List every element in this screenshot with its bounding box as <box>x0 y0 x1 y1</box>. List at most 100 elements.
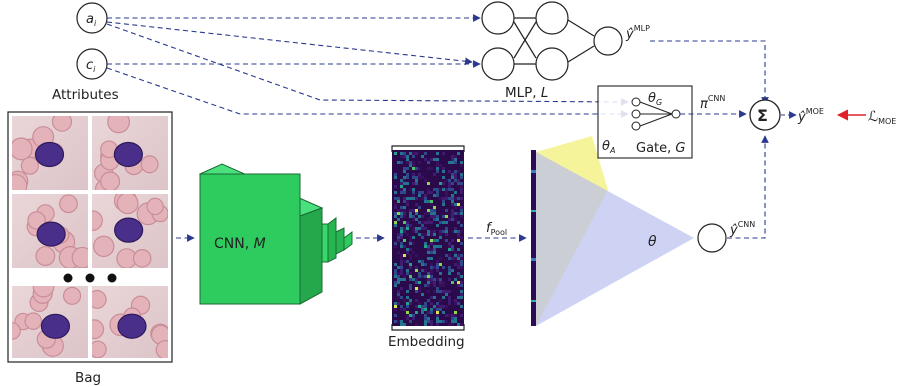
embedding-cell <box>400 212 403 215</box>
embedding-cell <box>424 263 427 266</box>
embedding-cell <box>448 290 451 293</box>
red-blood-cell <box>146 197 164 216</box>
embedding-cell <box>457 323 460 326</box>
embedding-cell <box>451 194 454 197</box>
embedding-cell <box>406 302 409 305</box>
embedding-cell <box>403 179 406 182</box>
embedding-cell <box>436 314 439 317</box>
sum-node: Σ <box>749 99 781 131</box>
embedding-cell <box>424 284 427 287</box>
embedding-cell <box>436 263 439 266</box>
embedding-cell <box>460 176 463 179</box>
embedding-cell <box>430 251 433 254</box>
embedding-cell <box>427 299 430 302</box>
embedding-cell <box>460 230 463 233</box>
embedding-cell <box>430 203 433 206</box>
embedding-cell <box>409 302 412 305</box>
embedding-cell <box>454 299 457 302</box>
embedding-cell <box>418 281 421 284</box>
embedding-cell <box>457 170 460 173</box>
embedding-cell <box>445 305 448 308</box>
embedding-cell <box>418 227 421 230</box>
embedding-cell <box>427 191 430 194</box>
embedding-cell <box>406 182 409 185</box>
embedding-cell <box>442 152 445 155</box>
embedding-cell <box>403 230 406 233</box>
embedding-cell <box>442 305 445 308</box>
embedding-cell <box>454 314 457 317</box>
bag-image-grid <box>7 111 173 363</box>
embedding-cell <box>409 239 412 242</box>
embedding-cell <box>436 278 439 281</box>
embedding-cell <box>451 200 454 203</box>
embedding-cell <box>457 260 460 263</box>
red-blood-cell <box>116 194 139 215</box>
embedding-cell <box>403 275 406 278</box>
red-blood-cell <box>92 289 107 309</box>
cell-image-tile <box>12 116 88 190</box>
embedding-cell <box>424 305 427 308</box>
embedding-cell <box>424 308 427 311</box>
embedding-cell <box>439 230 442 233</box>
embedding-cell <box>427 311 430 314</box>
embedding-cell <box>412 227 415 230</box>
embedding-cell <box>415 281 418 284</box>
embedding-cell <box>415 209 418 212</box>
embedding-cell <box>460 314 463 317</box>
embedding-cell <box>439 263 442 266</box>
embedding-cell <box>397 272 400 275</box>
embedding-cell <box>418 275 421 278</box>
embedding-cell <box>403 191 406 194</box>
embedding-cell <box>457 275 460 278</box>
embedding-cell <box>433 251 436 254</box>
embedding-cell <box>451 182 454 185</box>
theta-g-label: θG <box>648 91 662 107</box>
embedding-cell <box>397 296 400 299</box>
embedding-cell <box>451 269 454 272</box>
embedding-cell <box>451 158 454 161</box>
embedding-cell <box>436 224 439 227</box>
embedding-cell <box>400 191 403 194</box>
embedding-cell <box>406 221 409 224</box>
embedding-cell <box>436 167 439 170</box>
embedding-cell <box>400 323 403 326</box>
embedding-cell <box>454 212 457 215</box>
red-blood-cell <box>24 312 43 330</box>
embedding-cell <box>445 290 448 293</box>
embedding-cell <box>424 233 427 236</box>
embedding-cell <box>460 275 463 278</box>
red-blood-cell <box>155 339 168 358</box>
embedding-cell <box>415 278 418 281</box>
embedding-cell <box>460 296 463 299</box>
embedding-cell <box>403 278 406 281</box>
embedding-cell <box>400 188 403 191</box>
embedding-cell <box>439 233 442 236</box>
embedding-cell <box>451 209 454 212</box>
embedding-cell <box>397 239 400 242</box>
embedding-cell <box>451 314 454 317</box>
embedding-cell <box>457 212 460 215</box>
embedding-cell <box>430 212 433 215</box>
embedding-cell <box>442 188 445 191</box>
embedding-cell <box>457 284 460 287</box>
red-blood-cell <box>92 340 107 358</box>
embedding-cell <box>403 245 406 248</box>
pool-label: fPool <box>486 221 507 237</box>
embedding-cell <box>394 242 397 245</box>
embedding-cell <box>397 275 400 278</box>
embedding-cell <box>430 230 433 233</box>
embedding-cell <box>454 227 457 230</box>
embedding-cell <box>409 212 412 215</box>
embedding-cell <box>439 257 442 260</box>
embedding-cell <box>445 209 448 212</box>
embedding-cell <box>451 320 454 323</box>
embedding-cell <box>433 188 436 191</box>
embedding-cell <box>427 275 430 278</box>
embedding-cell <box>409 224 412 227</box>
embedding-cell <box>460 263 463 266</box>
embedding-cell <box>400 215 403 218</box>
embedding-cell <box>460 209 463 212</box>
embedding-cell <box>448 245 451 248</box>
embedding-cell <box>397 200 400 203</box>
embedding-cell <box>454 191 457 194</box>
